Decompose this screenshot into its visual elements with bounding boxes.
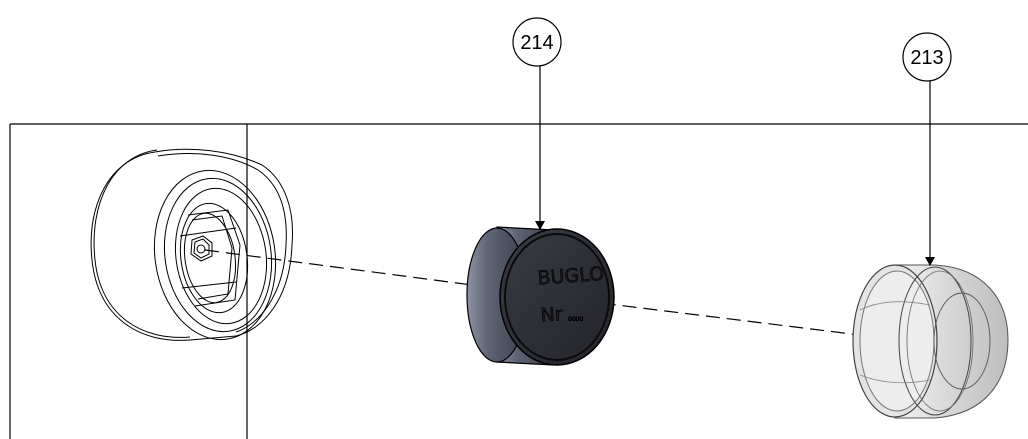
balloon-213: 213 [902,32,952,266]
cap-mark-text: Nr [540,303,564,326]
cup-part-213 [852,264,1009,419]
balloon-213-label: 213 [910,47,943,69]
knob-housing-part [90,148,294,341]
cap-small-text: 0000 [568,316,583,323]
cap-brand-text: BUGLO [537,263,605,290]
cap-part-214: BUGLO Nr 0000 [466,226,615,366]
balloon-214-label: 214 [520,32,553,54]
drawing-frame [9,123,1028,439]
balloon-214: 214 [512,17,562,230]
